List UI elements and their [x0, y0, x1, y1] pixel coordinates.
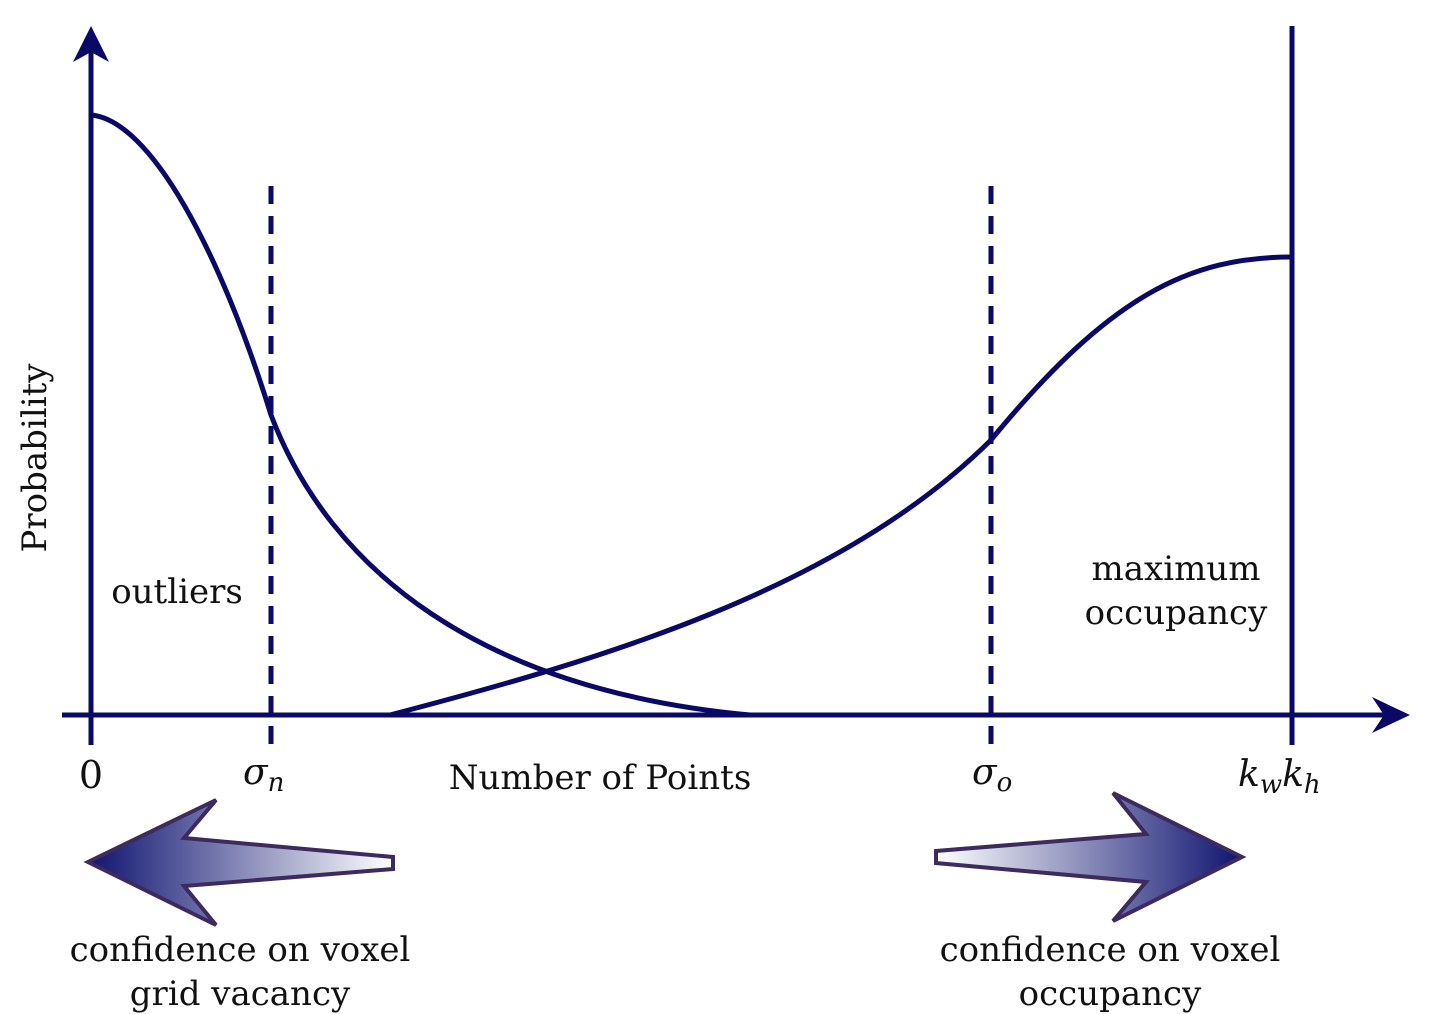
vacancy-curve	[90, 112, 751, 718]
origin-label: 0	[79, 753, 103, 797]
x-axis-label: Number of Points	[449, 758, 752, 798]
right-arrow-icon	[934, 791, 1247, 923]
left-arrow-caption-line2: grid vacancy	[130, 974, 351, 1014]
right-arrow-caption-line1: confidence on voxel	[940, 930, 1281, 970]
k-label: kwkh	[1238, 754, 1321, 800]
max-occupancy-label-line1: maximum	[1092, 549, 1261, 589]
axes	[62, 26, 1410, 745]
y-axis-arrowhead	[73, 26, 109, 62]
y-axis-label: Probability	[15, 363, 55, 553]
left-arrow-caption-line1: confidence on voxel	[70, 930, 411, 970]
right-arrow-caption-line2: occupancy	[1019, 974, 1202, 1014]
x-axis-arrowhead	[1372, 697, 1410, 733]
outliers-label: outliers	[111, 572, 243, 612]
left-arrow-icon	[83, 798, 395, 927]
sigma-n-label: σn	[243, 752, 284, 798]
max-occupancy-label-line2: occupancy	[1085, 593, 1268, 633]
sigma-o-label: σo	[972, 752, 1012, 798]
occupancy-curve	[389, 254, 1293, 718]
